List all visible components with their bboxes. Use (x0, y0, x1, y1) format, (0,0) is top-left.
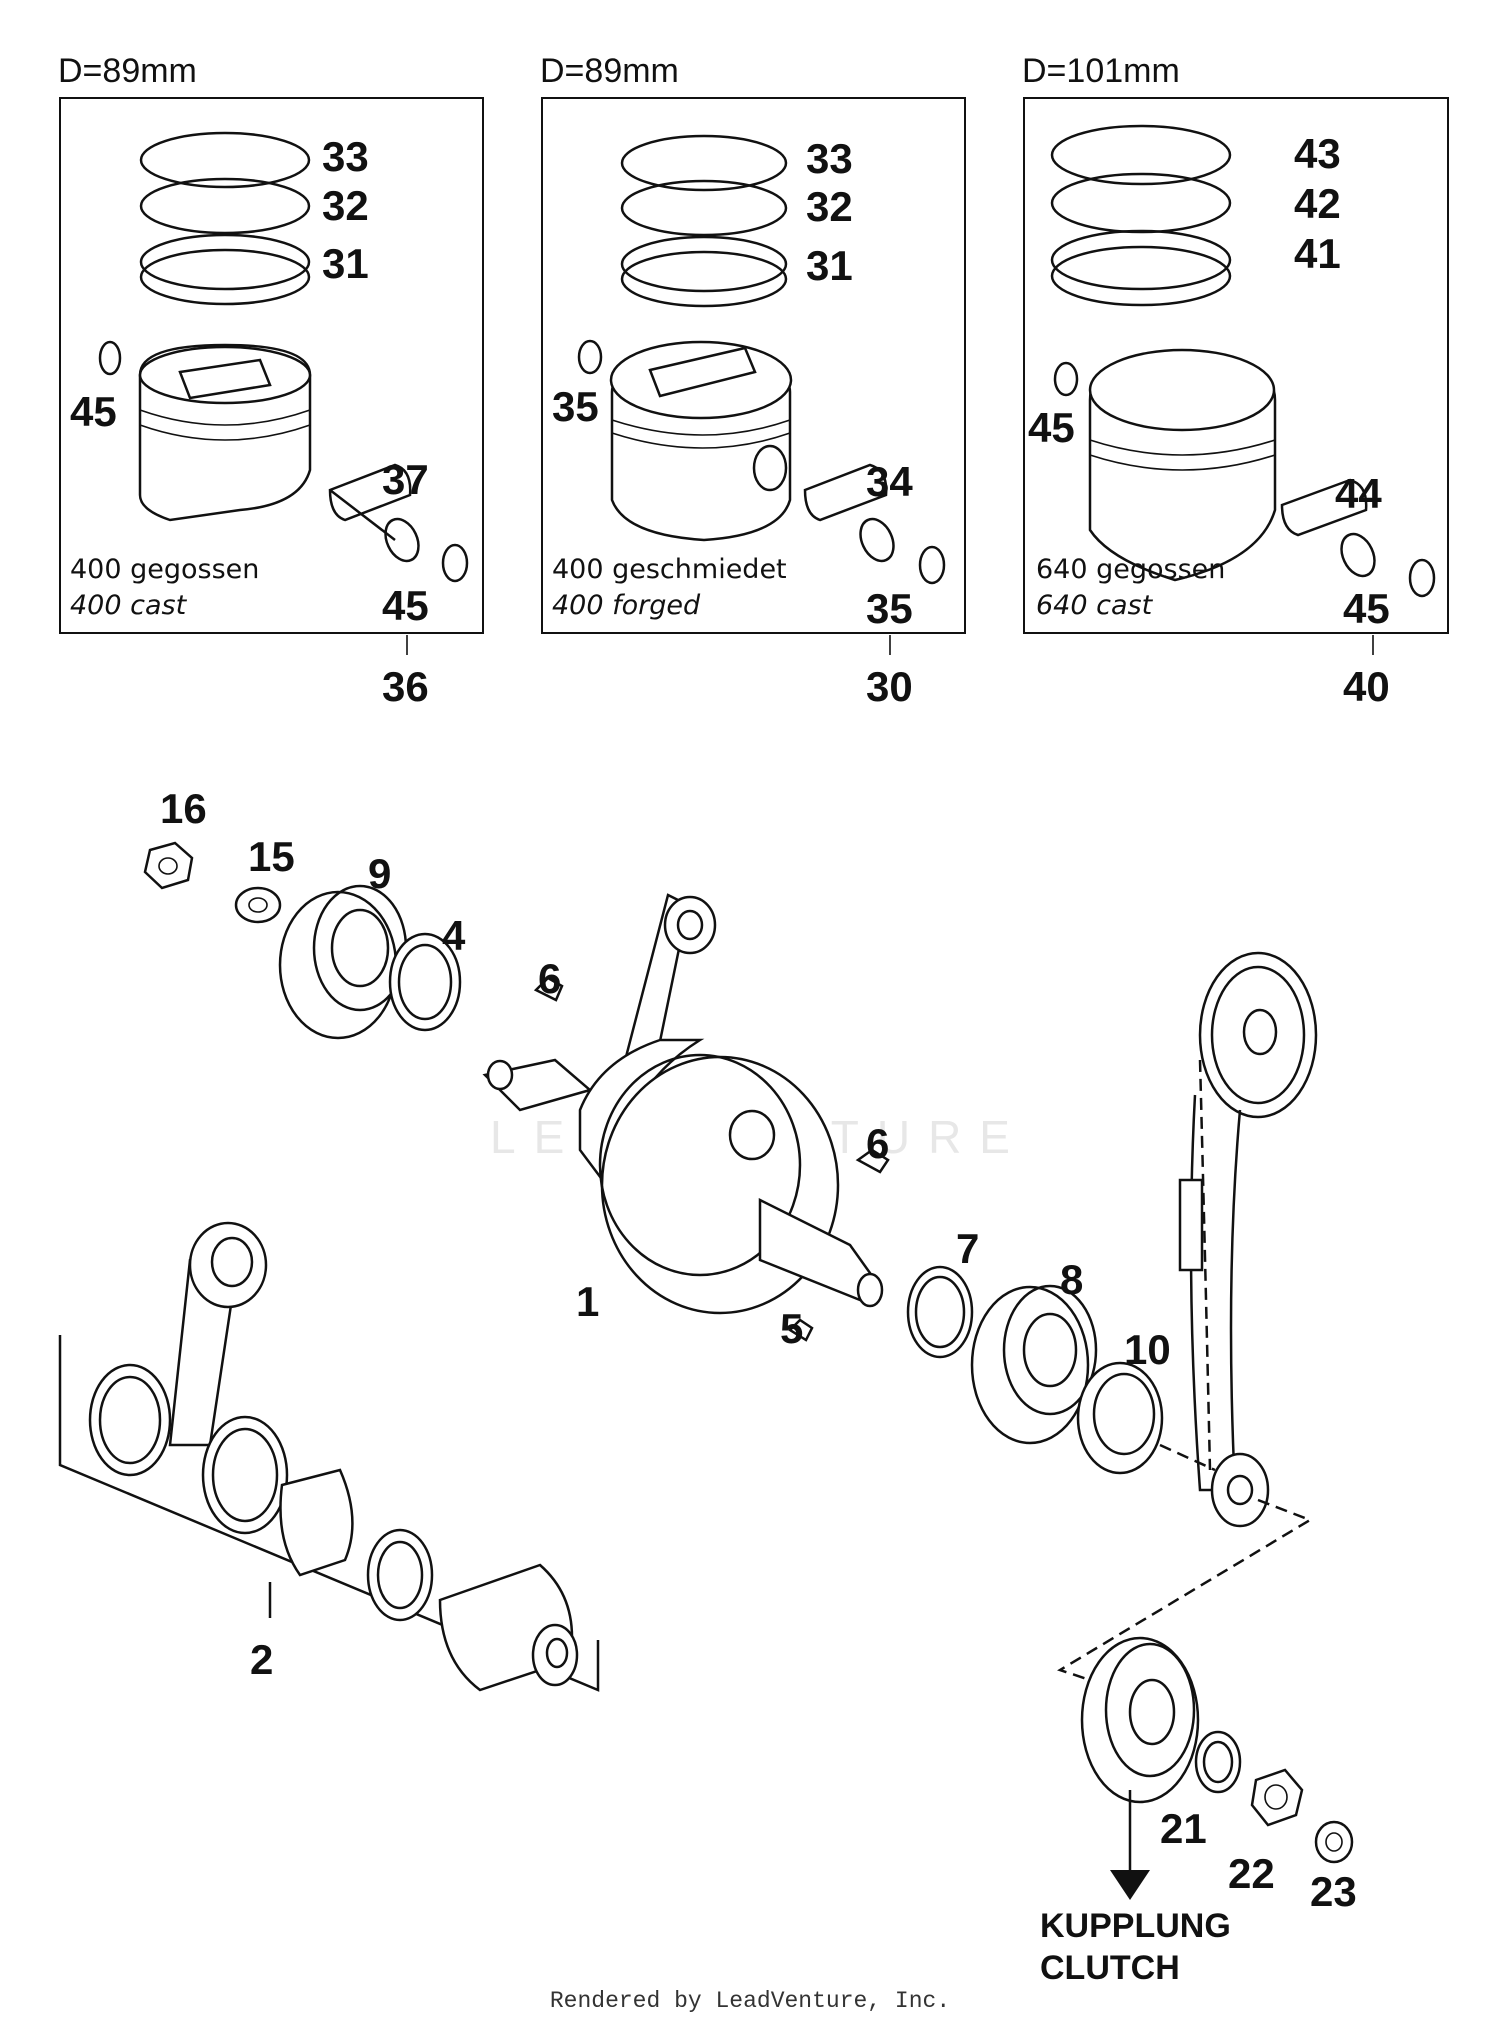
caption-german: 400 geschmiedet (552, 554, 787, 585)
caption-german: 640 gegossen (1036, 554, 1226, 585)
part-number[interactable]: 2 (250, 1636, 274, 1683)
part-number[interactable]: 4 (442, 912, 466, 959)
part-number[interactable]: 31 (806, 242, 853, 289)
piston-set-box-3 (1023, 97, 1449, 634)
part-number[interactable]: 35 (552, 383, 599, 430)
part-number[interactable]: 8 (1060, 1256, 1084, 1303)
part-number[interactable]: 45 (70, 388, 117, 435)
caption-english: 400 forged (552, 590, 701, 621)
crankshaft-drawing (482, 893, 890, 1342)
piston-set-box-2 (541, 97, 966, 634)
part-number[interactable]: 44 (1335, 470, 1382, 517)
part-number[interactable]: 34 (866, 458, 913, 505)
part-number[interactable]: 33 (806, 135, 853, 182)
diameter-label-set-3: D=101mm (1022, 52, 1180, 90)
part-number[interactable]: 15 (248, 833, 295, 880)
piston-set-1-drawing (98, 131, 469, 655)
part-number[interactable]: 41 (1294, 230, 1341, 277)
clutch-label: KUPPLUNG CLUTCH (1040, 1905, 1231, 1989)
part-number[interactable]: 7 (956, 1225, 980, 1272)
part-number[interactable]: 45 (382, 582, 429, 629)
part-number[interactable]: 6 (538, 955, 562, 1002)
part-number[interactable]: 10 (1124, 1326, 1171, 1373)
part-number[interactable]: 21 (1160, 1805, 1207, 1852)
assembly-number[interactable]: 40 (1343, 663, 1390, 710)
piston-set-2-drawing (577, 134, 946, 655)
footer-credit: Rendered by LeadVenture, Inc. (549, 1988, 951, 2014)
part-number[interactable]: 43 (1294, 130, 1341, 177)
assembly-number[interactable]: 36 (382, 663, 429, 710)
clutch-label-german: KUPPLUNG (1040, 1907, 1231, 1945)
part-number[interactable]: 42 (1294, 180, 1341, 227)
caption-english: 640 cast (1036, 590, 1153, 621)
caption-english: 400 cast (70, 590, 187, 621)
clutch-label-english: CLUTCH (1040, 1949, 1180, 1987)
part-number[interactable]: 45 (1028, 404, 1075, 451)
part-number[interactable]: 32 (322, 182, 369, 229)
diameter-label-set-2: D=89mm (540, 52, 679, 90)
piston-caption: 400 geschmiedet 400 forged (552, 552, 787, 624)
diameter-label-set-1: D=89mm (58, 52, 197, 90)
piston-set-3-drawing (1050, 124, 1436, 655)
part-number[interactable]: 22 (1228, 1850, 1275, 1897)
part-number[interactable]: 1 (576, 1278, 600, 1325)
part-number[interactable]: 6 (866, 1120, 890, 1167)
part-number[interactable]: 35 (866, 585, 913, 632)
part-number[interactable]: 45 (1343, 585, 1390, 632)
crank-right-parts-drawing (906, 1265, 1216, 1475)
conrod-kit-drawing (58, 1221, 600, 1692)
part-number[interactable]: 9 (368, 850, 392, 897)
part-number[interactable]: 32 (806, 183, 853, 230)
piston-caption: 400 gegossen 400 cast (70, 552, 259, 624)
part-number[interactable]: 31 (322, 240, 369, 287)
piston-set-box-1 (59, 97, 484, 634)
clutch-gear-drawing (1080, 1636, 1354, 1900)
assembly-number[interactable]: 30 (866, 663, 913, 710)
part-number[interactable]: 16 (160, 785, 207, 832)
chain-drive-drawing (1057, 951, 1318, 1692)
part-number[interactable]: 5 (780, 1305, 804, 1352)
part-number[interactable]: 23 (1310, 1868, 1357, 1915)
part-number[interactable]: 33 (322, 133, 369, 180)
piston-caption: 640 gegossen 640 cast (1036, 552, 1225, 624)
crank-left-parts-drawing (143, 841, 564, 1040)
caption-german: 400 gegossen (70, 554, 260, 585)
part-number[interactable]: 37 (382, 456, 429, 503)
